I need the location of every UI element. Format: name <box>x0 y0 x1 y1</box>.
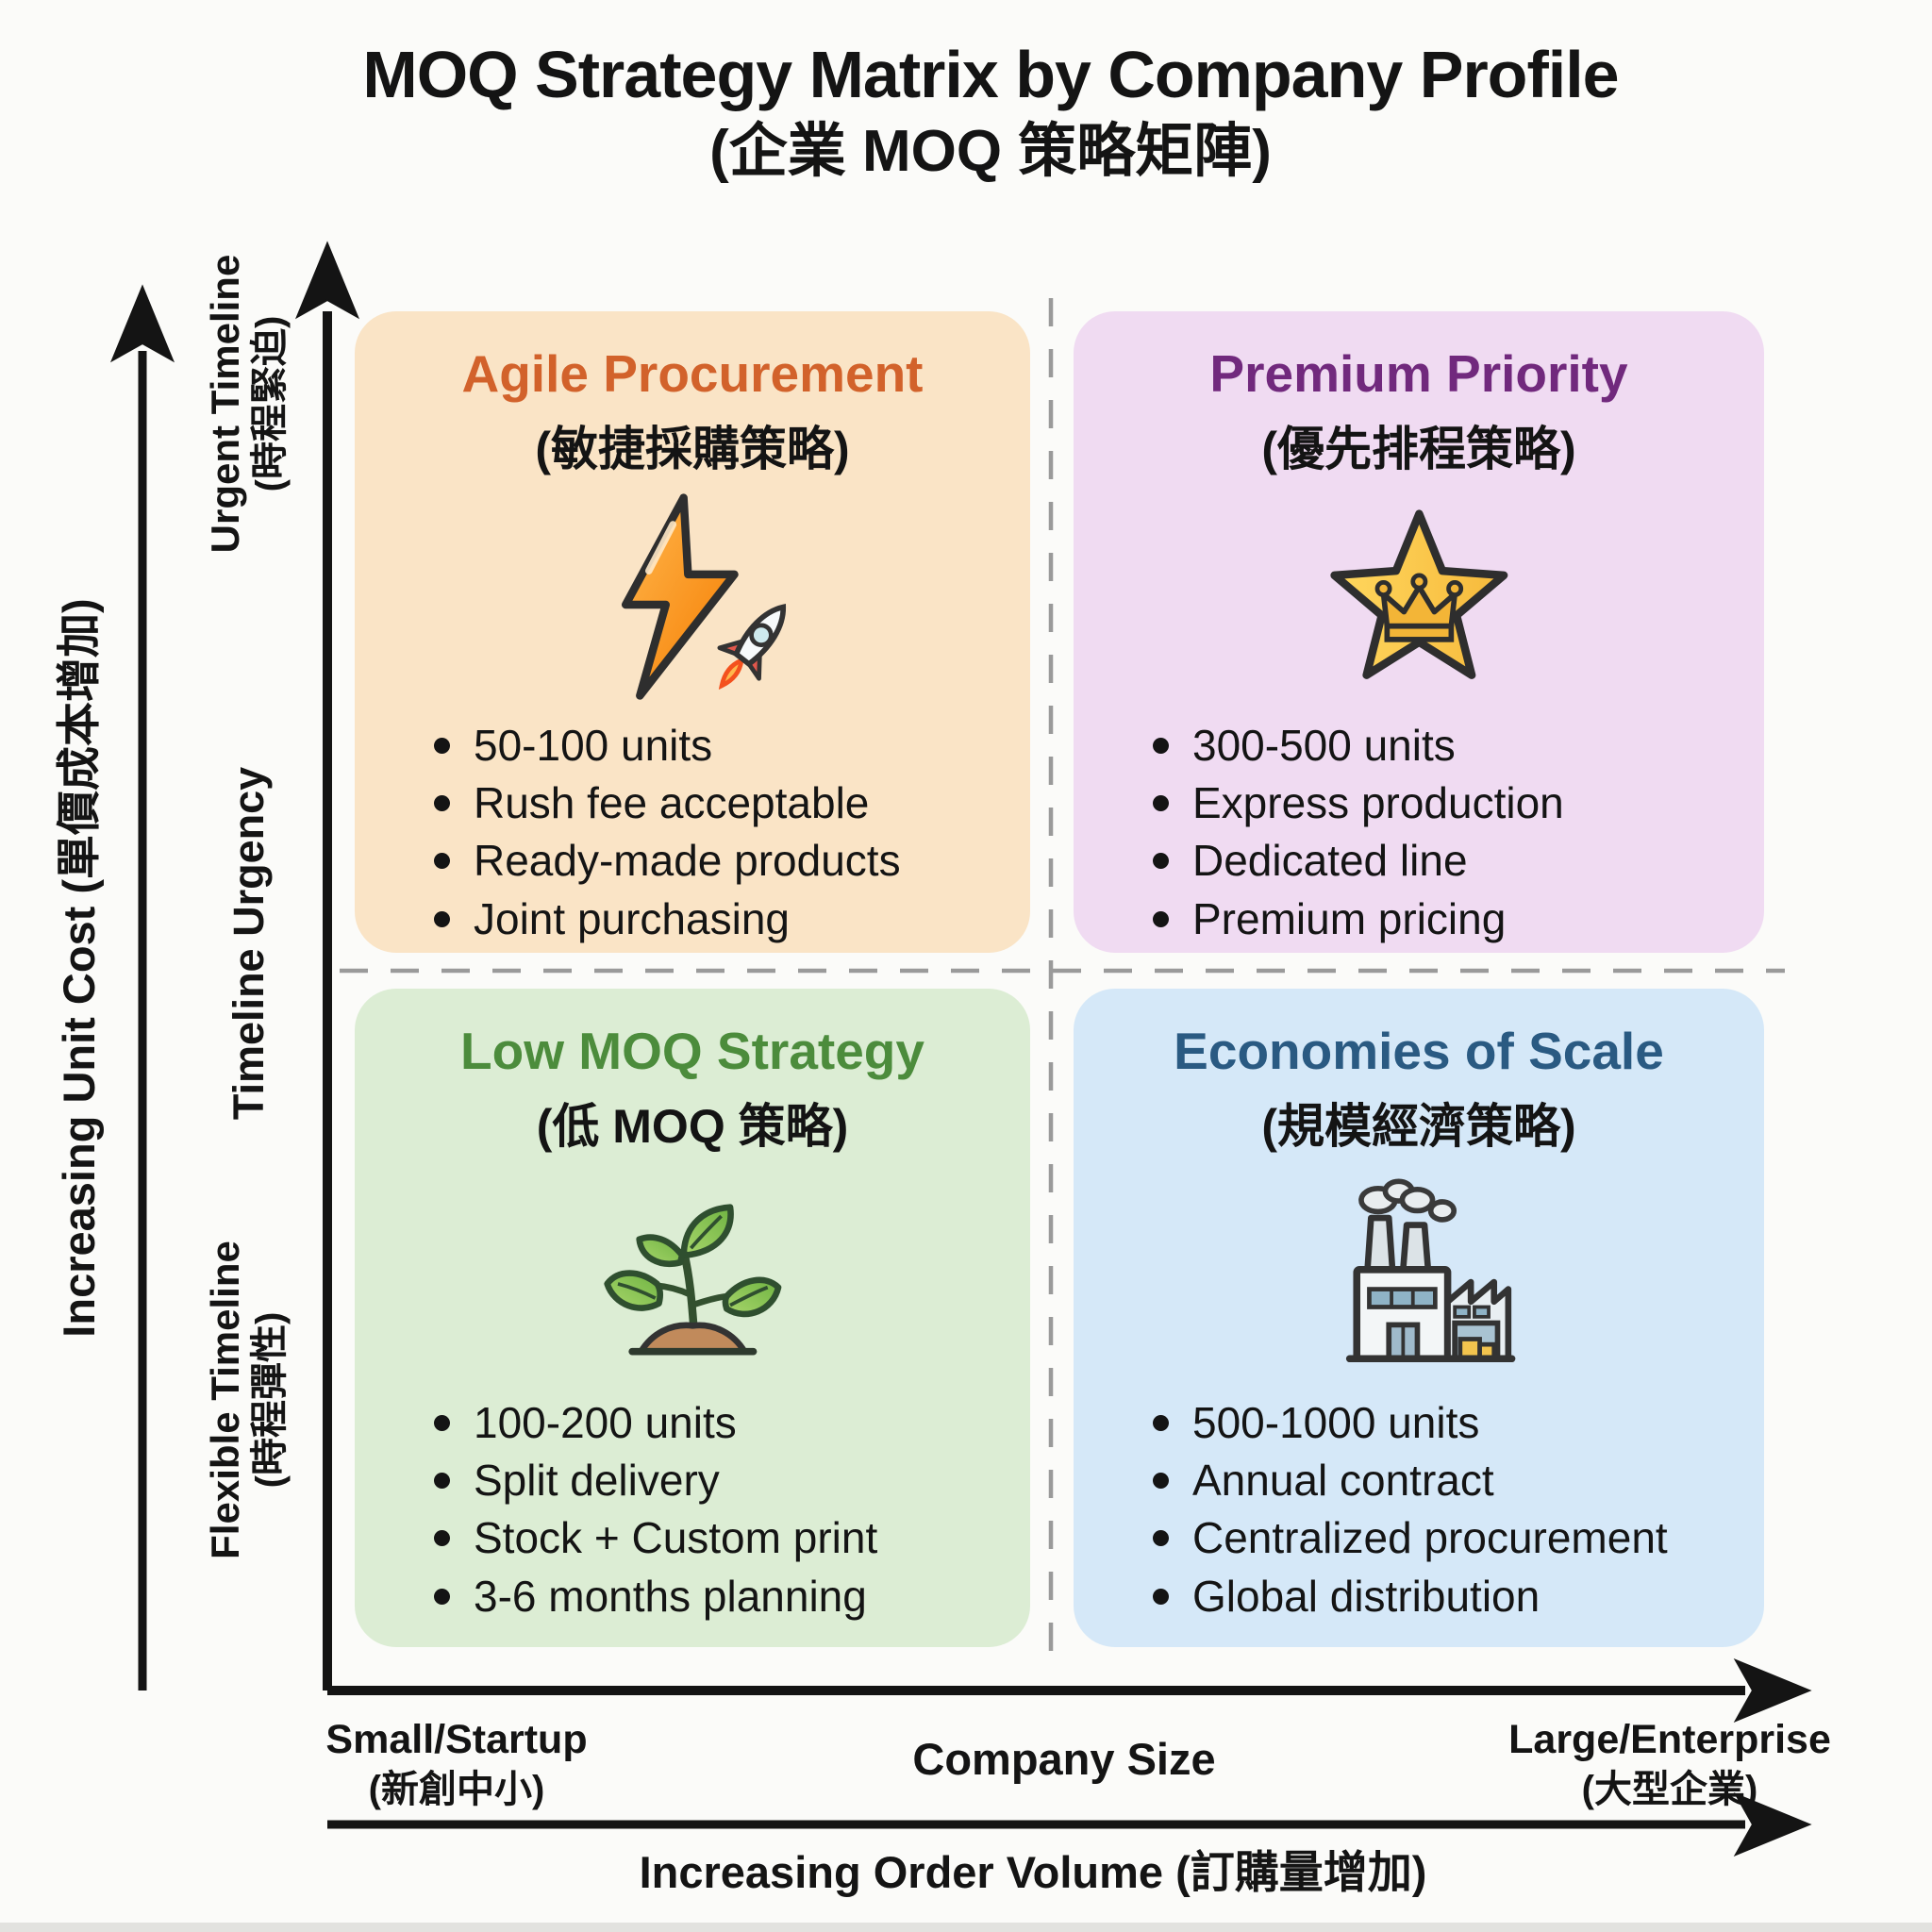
quadrant-agile-procurement: Agile Procurement (敏捷採購策略) <box>355 311 1030 953</box>
flexible-timeline-text: Flexible Timeline <box>202 1241 247 1559</box>
bullet-item: Annual contract <box>1147 1452 1723 1509</box>
bullet-item: Dedicated line <box>1147 832 1723 890</box>
bullet-item: Split delivery <box>428 1452 989 1509</box>
small-startup-zh-text: (新創中小) <box>368 1768 545 1810</box>
large-enterprise-text: Large/Enterprise <box>1508 1717 1831 1762</box>
bullet-item: Stock + Custom print <box>428 1509 989 1567</box>
x-axis-outer-label: Increasing Order Volume (訂購量增加) <box>639 1847 1427 1897</box>
flexible-timeline-zh-text: (時程彈性) <box>249 1311 291 1489</box>
x-axis-arrow <box>327 1657 1812 1724</box>
quadrant-subtitle: (低 MOQ 策略) <box>536 1100 849 1153</box>
quadrant-title: Low MOQ Strategy <box>460 1022 924 1080</box>
quadrant-bullet-list: 500-1000 units Annual contract Centraliz… <box>1115 1394 1723 1625</box>
page-title: MOQ Strategy Matrix by Company Profile (… <box>25 38 1932 185</box>
bullet-item: 100-200 units <box>428 1394 989 1452</box>
quadrant-title: Premium Priority <box>1209 344 1628 403</box>
quadrant-low-moq-strategy: Low MOQ Strategy (低 MOQ 策略) <box>355 989 1030 1647</box>
bullet-item: 300-500 units <box>1147 717 1723 774</box>
seedling-icon <box>586 1170 800 1379</box>
quadrant-subtitle: (規模經濟策略) <box>1261 1100 1576 1153</box>
bullet-item: Express production <box>1147 774 1723 832</box>
order-volume-arrow <box>327 1791 1812 1857</box>
bullet-item: Ready-made products <box>428 832 989 890</box>
quadrant-economies-of-scale: Economies of Scale (規模經濟策略) <box>1074 989 1764 1647</box>
star-crown-icon <box>1312 492 1526 702</box>
factory-icon <box>1312 1170 1526 1379</box>
x-axis-title: Company Size <box>912 1734 1216 1784</box>
quadrant-bullet-list: 100-200 units Split delivery Stock + Cus… <box>396 1394 989 1625</box>
y-axis-outer-label: Increasing Unit Cost (單價成本增加) <box>53 598 104 1338</box>
y-axis-top-label: Urgent Timeline (時程緊迫) <box>203 255 291 554</box>
large-enterprise-zh-text: (大型企業) <box>1581 1768 1758 1810</box>
quadrant-subtitle: (優先排程策略) <box>1261 423 1576 475</box>
quadrant-premium-priority: Premium Priority (優先排程策略) 300-500 units … <box>1074 311 1764 953</box>
quadrant-bullet-list: 300-500 units Express production Dedicat… <box>1115 717 1723 948</box>
lightning-rocket-icon <box>581 492 804 702</box>
quadrant-title: Agile Procurement <box>461 344 924 403</box>
bullet-item: Centralized procurement <box>1147 1509 1723 1567</box>
y-axis-bottom-label: Flexible Timeline (時程彈性) <box>203 1241 291 1559</box>
bullet-item: Premium pricing <box>1147 891 1723 948</box>
y-axis-title: Timeline Urgency <box>225 766 274 1121</box>
bullet-item: Joint purchasing <box>428 891 989 948</box>
quadrant-subtitle: (敏捷採購策略) <box>535 423 850 475</box>
y-axis-arrow <box>294 241 360 1690</box>
bullet-item: 3-6 months planning <box>428 1568 989 1625</box>
urgent-timeline-text: Urgent Timeline <box>202 254 247 554</box>
x-axis-left-label: Small/Startup (新創中小) <box>325 1715 587 1813</box>
bullet-item: Rush fee acceptable <box>428 774 989 832</box>
bullet-item: 50-100 units <box>428 717 989 774</box>
bullet-item: 500-1000 units <box>1147 1394 1723 1452</box>
urgent-timeline-zh-text: (時程緊迫) <box>249 315 291 492</box>
quadrant-bullet-list: 50-100 units Rush fee acceptable Ready-m… <box>396 717 989 948</box>
x-axis-right-label: Large/Enterprise (大型企業) <box>1508 1715 1831 1813</box>
page-title-line1: MOQ Strategy Matrix by Company Profile <box>362 38 1619 111</box>
small-startup-text: Small/Startup <box>325 1717 588 1762</box>
bottom-edge-strip <box>0 1923 1932 1932</box>
unit-cost-arrow <box>109 284 175 1690</box>
quadrant-title: Economies of Scale <box>1174 1022 1664 1080</box>
bullet-item: Global distribution <box>1147 1568 1723 1625</box>
page-title-line2: (企業 MOQ 策略矩陣) <box>709 119 1272 185</box>
